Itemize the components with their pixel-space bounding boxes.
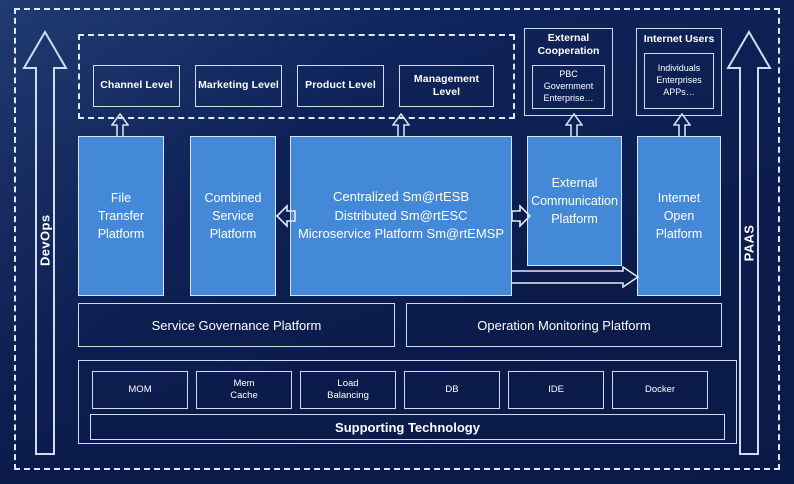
- level-box-product[interactable]: Product Level: [297, 65, 384, 107]
- platform-combined-service[interactable]: Combined Service Platform: [190, 136, 276, 296]
- tech-box-load-balancing-line2: Balancing: [327, 390, 369, 401]
- devops-pillar: DevOps: [22, 28, 68, 458]
- platform-combined-service-line1: Combined: [204, 190, 262, 205]
- platform-file-transfer[interactable]: File Transfer Platform: [78, 136, 164, 296]
- platform-external-communication[interactable]: External Communication Platform: [527, 136, 622, 266]
- platform-combined-service-line3: Platform: [209, 227, 257, 242]
- levels-group: [78, 34, 515, 119]
- platform-internet-open-line1: Internet: [657, 190, 701, 205]
- up-arrow-icon: [22, 30, 68, 455]
- tech-box-db-label: DB: [445, 383, 459, 395]
- tech-box-db[interactable]: DB: [404, 371, 500, 409]
- internet-users-group: Internet Users Individuals Enterprises A…: [636, 28, 722, 116]
- tech-box-ide[interactable]: IDE: [508, 371, 604, 409]
- paas-label: PAAS: [741, 224, 757, 262]
- platform-file-transfer-line2: Transfer: [97, 208, 145, 223]
- external-cooperation-title-line1: External: [547, 32, 590, 44]
- tech-box-docker-label: Docker: [644, 383, 676, 395]
- paas-pillar: PAAS: [726, 28, 772, 458]
- platform-internet-open-line2: Open: [663, 208, 695, 223]
- arrow-right-icon: [511, 266, 639, 288]
- supporting-technology-bar: Supporting Technology: [90, 414, 725, 440]
- platform-emsp-line: Microservice Platform Sm@rtEMSP: [297, 226, 505, 242]
- platform-esc-line: Distributed Sm@rtESC: [334, 207, 468, 223]
- internet-users-title-line1: Internet Users: [643, 33, 715, 45]
- level-box-channel[interactable]: Channel Level: [93, 65, 180, 107]
- tech-box-ide-label: IDE: [548, 383, 564, 395]
- up-arrow-icon: [726, 30, 772, 455]
- tech-box-docker[interactable]: Docker: [612, 371, 708, 409]
- operation-monitoring-platform[interactable]: Operation Monitoring Platform: [406, 303, 722, 347]
- external-cooperation-title: External Cooperation: [525, 32, 612, 58]
- platform-external-communication-line3: Platform: [551, 212, 598, 227]
- supporting-technology-frame: [78, 360, 737, 444]
- platform-external-communication-line1: External: [551, 175, 598, 190]
- service-governance-platform[interactable]: Service Governance Platform: [78, 303, 395, 347]
- platform-combined-service-line2: Service: [212, 208, 254, 223]
- devops-label: DevOps: [37, 214, 53, 266]
- tech-box-load-balancing[interactable]: Load Balancing: [300, 371, 396, 409]
- outer-boundary: [14, 8, 780, 470]
- platform-internet-open[interactable]: Internet Open Platform: [637, 136, 721, 296]
- platform-file-transfer-line1: File: [110, 190, 132, 205]
- platform-esb-line: Centralized Sm@rtESB: [332, 188, 470, 204]
- internet-users-items[interactable]: Individuals Enterprises APPs…: [644, 53, 714, 109]
- platform-external-communication-line2: Communication: [531, 193, 618, 208]
- platform-esb-esc-emsp[interactable]: Centralized Sm@rtESB Distributed Sm@rtES…: [290, 136, 512, 296]
- arrow-left-icon: [276, 204, 296, 228]
- tech-box-mem-cache-line2: Cache: [230, 390, 258, 401]
- external-cooperation-group: External Cooperation PBC Government Ente…: [524, 28, 613, 116]
- tech-box-load-balancing-line1: Load: [337, 377, 359, 389]
- level-box-management[interactable]: Management Level: [399, 65, 494, 107]
- internet-users-title: Internet Users: [637, 33, 721, 46]
- connector-right-arrow-esb-to-external: [511, 203, 531, 229]
- connector-long-arrow-esb-to-internet-open: [511, 266, 639, 288]
- level-box-marketing[interactable]: Marketing Level: [195, 65, 282, 107]
- platform-file-transfer-line3: Platform: [97, 227, 145, 242]
- tech-box-mom[interactable]: MOM: [92, 371, 188, 409]
- tech-box-mem-cache[interactable]: Mem Cache: [196, 371, 292, 409]
- platform-internet-open-line3: Platform: [655, 227, 703, 242]
- tech-box-mom-label: MOM: [128, 383, 152, 395]
- external-cooperation-items[interactable]: PBC Government Enterprise…: [532, 65, 605, 109]
- external-cooperation-title-line2: Cooperation: [537, 45, 600, 58]
- arrow-right-icon: [511, 204, 531, 228]
- connector-left-arrow-esb-to-combined: [276, 203, 296, 229]
- tech-box-mem-cache-line1: Mem: [233, 377, 255, 389]
